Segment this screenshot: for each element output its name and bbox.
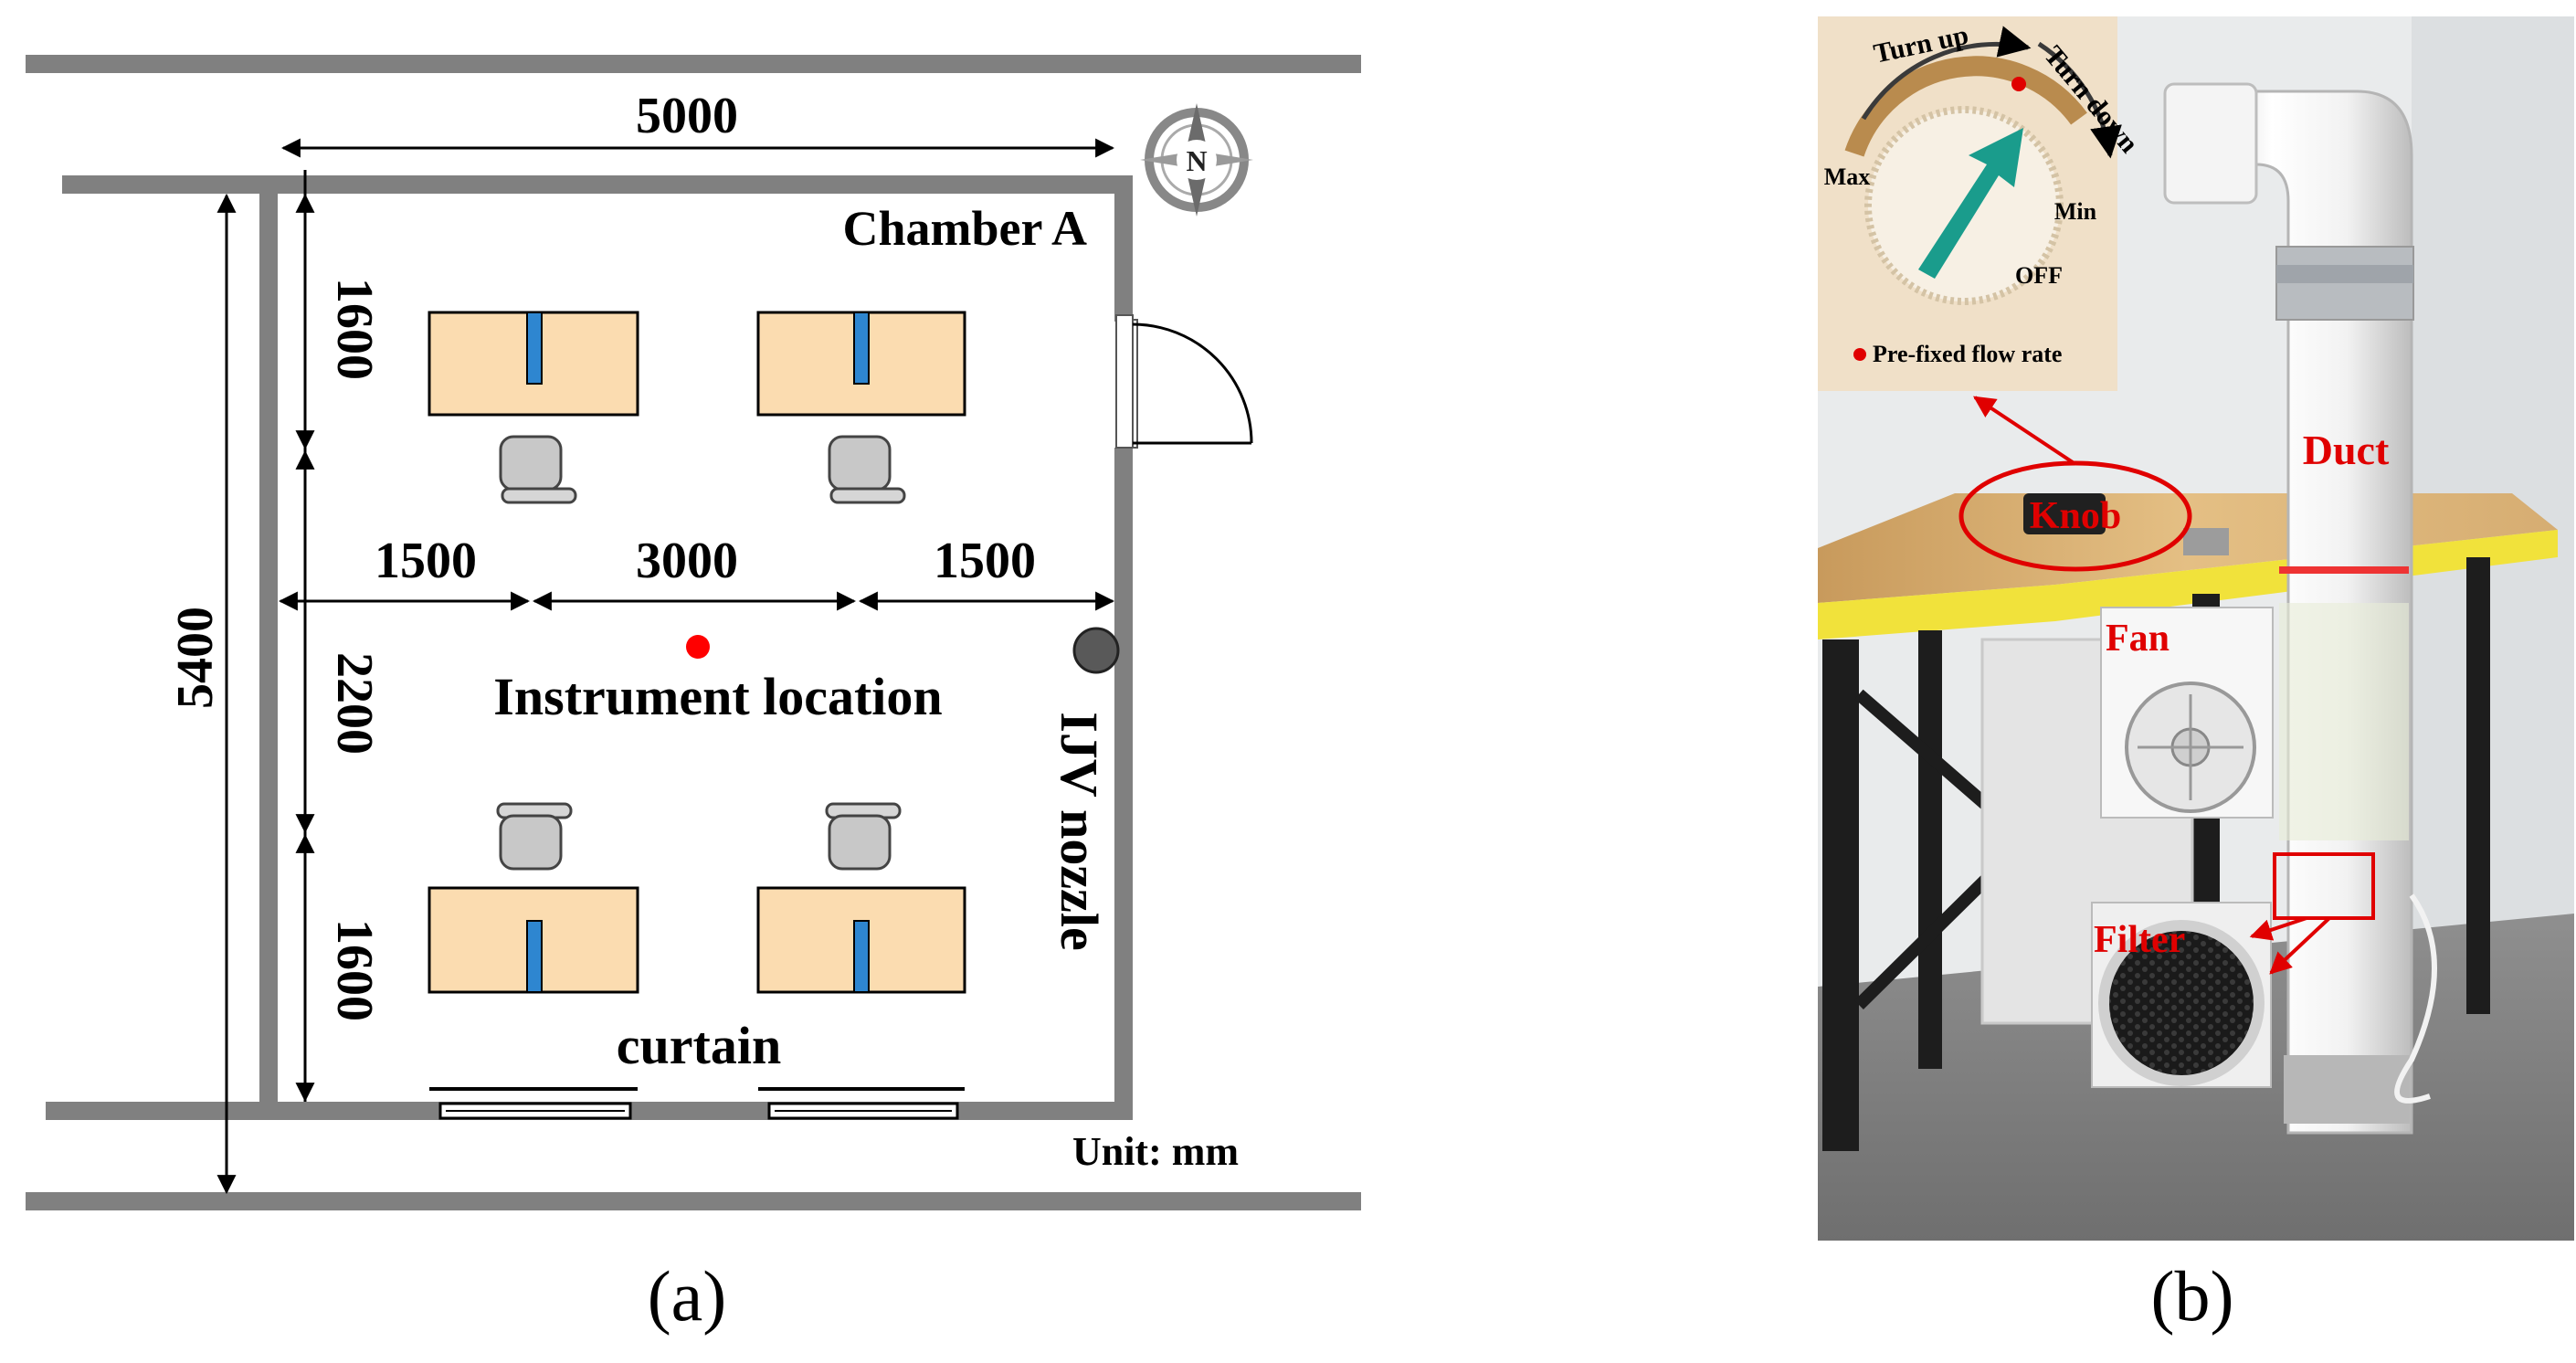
chamber-label: Chamber A: [842, 201, 1087, 256]
nozzle-dot: [1072, 627, 1120, 674]
knob-min: Min: [2054, 198, 2097, 225]
chamber-wall-left: [259, 175, 278, 1112]
label-duct: Duct: [2303, 427, 2390, 473]
label-knob: Knob: [2030, 495, 2121, 537]
filter-inset: Filter: [2091, 902, 2272, 1088]
dim-left-middle-text: 2200: [326, 652, 383, 755]
caption-a: (a): [648, 1256, 727, 1336]
curtain-left: [429, 1087, 638, 1120]
desk-lower-left: [428, 886, 639, 994]
instrument-dot: [686, 635, 710, 659]
chair-lower-left: [496, 802, 573, 871]
dim-mid-right-text: 1500: [934, 533, 1036, 589]
door: [1115, 314, 1253, 449]
dim-height-text: 5400: [167, 607, 224, 709]
desk-lower-right: [756, 886, 966, 994]
dim-left-lower-text: 1600: [326, 919, 383, 1021]
chamber-wall-top: [62, 175, 1131, 194]
knob-legend: Pre-fixed flow rate: [1873, 341, 2062, 367]
corridor-wall-top: [26, 55, 1361, 73]
dim-left-upper-text: 1600: [326, 278, 383, 380]
nozzle-label: IJV nozzle: [1050, 712, 1109, 951]
knob-preset-dot: [2011, 77, 2026, 91]
curtain-label: curtain: [617, 1016, 781, 1075]
dim-mid-left-text: 1500: [375, 533, 477, 589]
knob-device: [2023, 493, 2106, 534]
floor-plan-panel: 5000 5400 1600 2200 1600 1500 3000 1500 …: [26, 55, 1361, 1336]
caption-b: (b): [2151, 1256, 2234, 1336]
duct: [2163, 82, 2437, 1135]
dim-mid-center-text: 3000: [636, 533, 738, 589]
chair-upper-right: [828, 435, 906, 504]
label-filter: Filter: [2094, 919, 2185, 961]
knob-pointer: [1973, 396, 2077, 466]
chair-lower-right: [825, 802, 902, 871]
knob-off: OFF: [2015, 262, 2063, 289]
instrument-label: Instrument location: [493, 667, 942, 726]
dim-width-text: 5000: [636, 88, 738, 144]
knob-max: Max: [1824, 164, 1871, 190]
desk-upper-left: [428, 311, 639, 417]
chair-upper-left: [499, 435, 577, 504]
fan-inset: Fan: [2100, 607, 2274, 819]
compass-icon: N: [1140, 103, 1253, 217]
chamber-wall-right-lower: [1114, 448, 1133, 1112]
filter-highlight-box: [2273, 852, 2375, 920]
curtain-right: [758, 1087, 965, 1120]
corridor-wall-bottom: [26, 1192, 1361, 1210]
photo-panel: Turn up Turn down Max Min OFF Pre-fixed …: [1818, 16, 2574, 1336]
knob-inset: Turn up Turn down Max Min OFF Pre-fixed …: [1818, 16, 2145, 391]
label-fan: Fan: [2106, 618, 2170, 660]
chamber-wall-right-upper: [1114, 175, 1133, 322]
unit-label: Unit: mm: [1072, 1129, 1239, 1174]
desk-upper-right: [756, 311, 966, 417]
compass-letter: N: [1186, 144, 1207, 177]
